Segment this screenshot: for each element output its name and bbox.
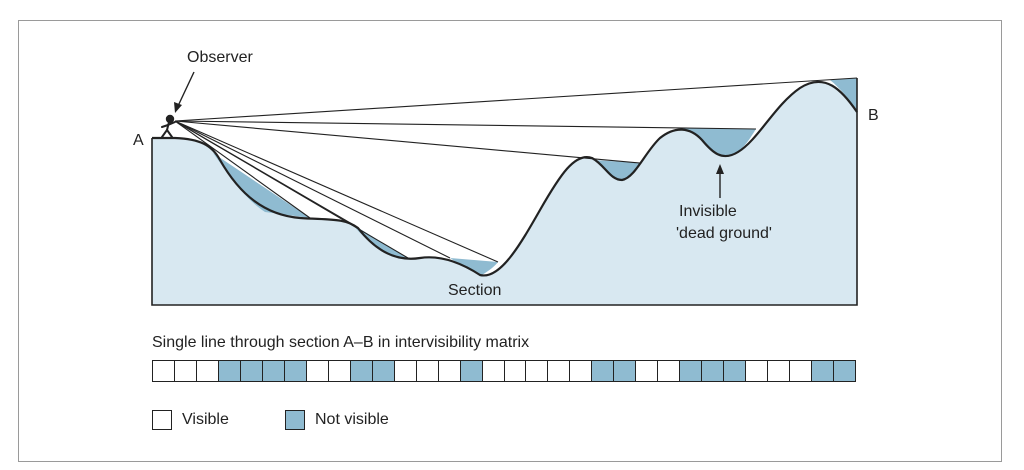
visible-swatch <box>152 410 172 430</box>
matrix-cell-visible <box>306 361 329 381</box>
ground-section <box>152 81 857 305</box>
matrix-cell-visible <box>482 361 505 381</box>
matrix-cell-visible <box>504 361 527 381</box>
matrix-cell-visible <box>328 361 351 381</box>
not-visible-legend-label: Not visible <box>315 411 389 428</box>
section-box-edges <box>151 78 858 306</box>
dead-ground-areas <box>213 78 857 275</box>
legend-not-visible: Not visible <box>285 410 389 430</box>
matrix-cell-not-visible <box>592 361 615 381</box>
legend-visible: Visible <box>152 410 229 430</box>
matrix-cell-not-visible <box>460 361 483 381</box>
sight-lines <box>174 77 858 263</box>
matrix-cell-visible <box>746 361 769 381</box>
matrix-cell-not-visible <box>240 361 263 381</box>
dead-ground-pocket-5 <box>680 128 756 157</box>
matrix-cell-visible <box>526 361 549 381</box>
sight-line-4 <box>174 120 499 263</box>
matrix-cell-visible <box>636 361 659 381</box>
sight-line-5 <box>174 120 451 259</box>
terrain-profile <box>152 80 858 277</box>
matrix-cell-not-visible <box>218 361 241 381</box>
matrix-cell-visible <box>438 361 461 381</box>
not-visible-swatch <box>285 410 305 430</box>
observer-arrow <box>174 71 195 113</box>
intervisibility-matrix-row <box>152 360 856 382</box>
matrix-cell-visible <box>153 361 175 381</box>
dead-ground-pocket-3 <box>450 258 498 275</box>
matrix-cell-visible <box>174 361 197 381</box>
matrix-cell-visible <box>790 361 813 381</box>
sight-line-2 <box>174 120 757 130</box>
point-b-label: B <box>868 107 879 124</box>
figure-frame <box>18 20 1002 462</box>
matrix-cell-not-visible <box>812 361 835 381</box>
visible-legend-label: Visible <box>182 411 229 428</box>
point-a-label: A <box>133 132 144 149</box>
matrix-cell-visible <box>658 361 681 381</box>
sight-line-8 <box>174 120 311 219</box>
sight-line-1 <box>174 77 858 122</box>
dead-ground-label-line2: 'dead ground' <box>676 225 772 242</box>
sight-line-7 <box>174 120 353 225</box>
matrix-cell-not-visible <box>724 361 747 381</box>
matrix-cell-visible <box>196 361 219 381</box>
section-label: Section <box>448 282 502 299</box>
dead-ground-arrow <box>716 164 724 198</box>
observer-label: Observer <box>187 49 253 66</box>
matrix-cell-not-visible <box>350 361 373 381</box>
matrix-cell-visible <box>548 361 571 381</box>
matrix-cell-not-visible <box>372 361 395 381</box>
sight-line-3 <box>174 120 641 164</box>
matrix-cell-visible <box>570 361 593 381</box>
matrix-cell-not-visible <box>284 361 307 381</box>
dead-ground-pocket-1 <box>213 153 310 218</box>
dead-ground-pocket-4 <box>594 160 640 180</box>
observer-figure-icon <box>161 114 176 138</box>
matrix-cell-visible <box>768 361 791 381</box>
dead-ground-label-line1: Invisible <box>679 203 737 220</box>
matrix-cell-not-visible <box>702 361 725 381</box>
matrix-cell-not-visible <box>680 361 703 381</box>
matrix-cell-not-visible <box>614 361 637 381</box>
matrix-caption: Single line through section A–B in inter… <box>152 334 530 351</box>
matrix-cell-not-visible <box>262 361 285 381</box>
matrix-cell-visible <box>394 361 417 381</box>
dead-ground-pocket-6 <box>830 78 857 112</box>
matrix-cell-visible <box>416 361 439 381</box>
matrix-cell-not-visible <box>834 361 855 381</box>
